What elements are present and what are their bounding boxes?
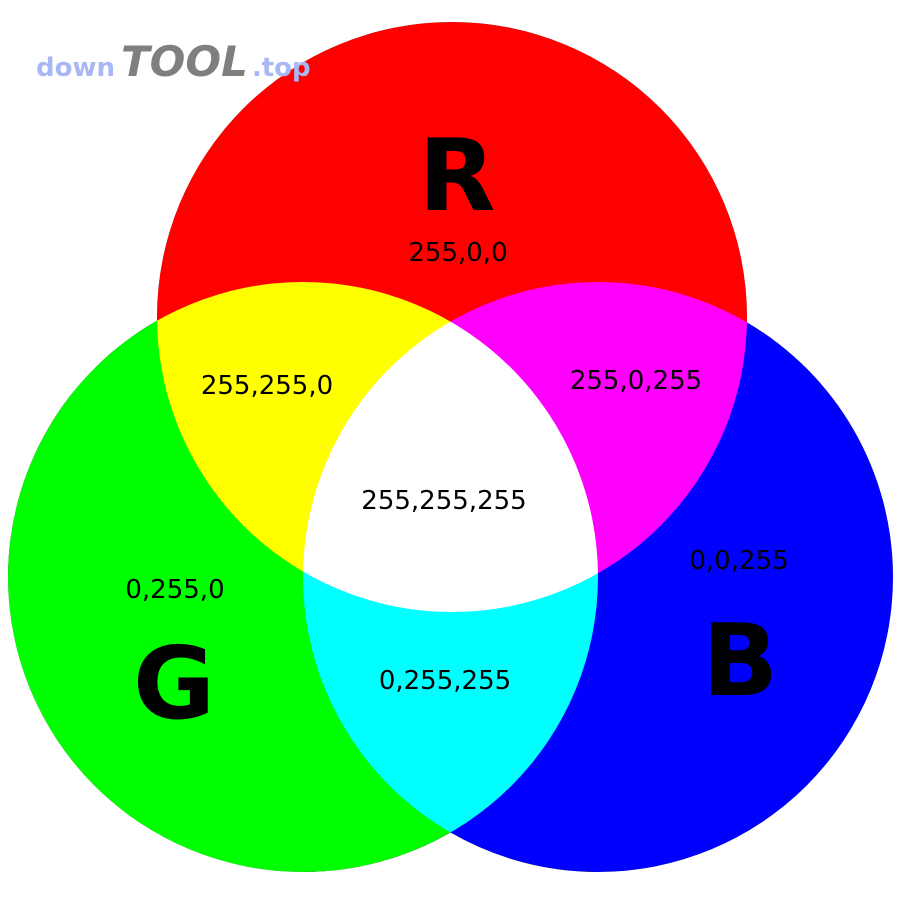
all-overlap-value: 255,255,255 <box>361 486 526 516</box>
logo-main: TOOL <box>121 37 248 86</box>
green-blue-value: 0,255,255 <box>379 666 511 696</box>
logo-prefix: down <box>36 53 115 83</box>
red-label: R <box>418 117 495 234</box>
red-blue-value: 255,0,255 <box>570 366 702 396</box>
red-green-value: 255,255,0 <box>201 371 333 401</box>
blue-label: B <box>702 602 778 719</box>
blue-circle <box>303 282 893 872</box>
green-label: G <box>133 625 215 742</box>
green-value: 0,255,0 <box>125 575 224 605</box>
blue-value: 0,0,255 <box>689 546 788 576</box>
red-value: 255,0,0 <box>408 238 507 268</box>
logo-suffix: .top <box>252 53 311 83</box>
